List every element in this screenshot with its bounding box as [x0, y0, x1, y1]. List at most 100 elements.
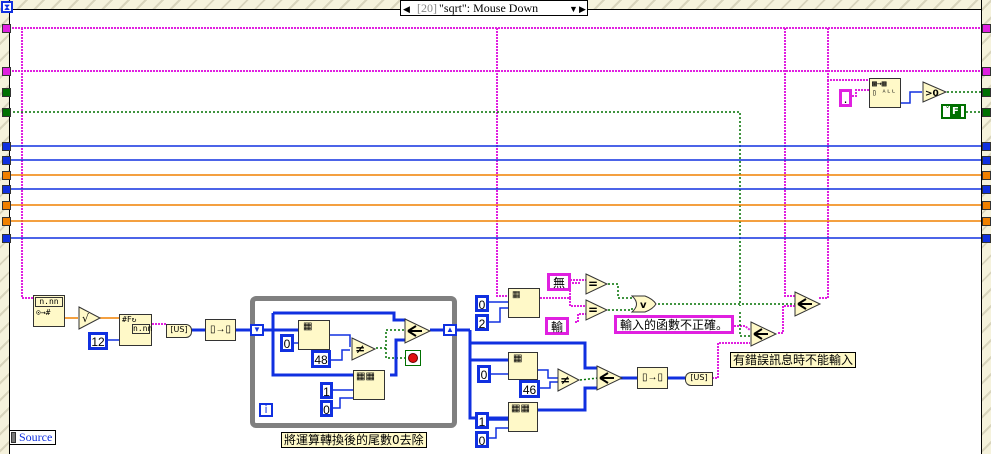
array-subset-node[interactable]: ▦▦	[508, 402, 538, 432]
array-wire	[390, 338, 406, 377]
char-46-constant[interactable]: 46	[519, 380, 540, 398]
scan-from-string-node[interactable]: n.nn ⊙→#	[33, 295, 65, 327]
bool-wire	[385, 348, 405, 359]
event-data-node[interactable]: Source	[9, 430, 56, 445]
numeric-wire	[327, 334, 351, 347]
input-string-constant[interactable]: 輸	[545, 317, 570, 335]
string-wire	[21, 28, 36, 299]
case-index: [20]	[417, 1, 437, 15]
shift-register-right[interactable]: ▲	[443, 324, 457, 336]
offset-constant[interactable]: 0	[320, 400, 333, 417]
length-constant[interactable]: 1	[475, 412, 489, 429]
bool-value: F	[950, 106, 961, 117]
node-glyph: ⊙→#	[36, 308, 51, 317]
length-constant[interactable]: 1	[320, 382, 333, 399]
equal-node[interactable]: =	[585, 273, 609, 295]
bool-tunnel	[982, 88, 991, 97]
offset-constant[interactable]: 0	[475, 431, 489, 448]
index-array-node[interactable]: ▦	[508, 352, 538, 380]
search-split-string-node[interactable]: ▩→▩▯ ᴬᴸᴸ	[869, 78, 901, 108]
event-data-source-label: Source	[19, 430, 53, 444]
bool-wire	[739, 312, 750, 337]
shift-register-left[interactable]: ▼	[250, 324, 264, 336]
sqrt-function-node[interactable]: √	[78, 306, 102, 330]
length-constant[interactable]: 2	[475, 314, 489, 331]
array-wire	[271, 313, 353, 377]
select-node[interactable]	[596, 365, 624, 391]
stop-condition-terminal[interactable]	[405, 350, 421, 366]
loop-comment-label: 將運算轉換後的尾數0去除	[281, 432, 427, 448]
numeric-tunnel	[2, 185, 11, 194]
greater-than-zero-node[interactable]: >0	[922, 81, 948, 103]
sqrt-glyph: √	[82, 312, 90, 325]
index-constant[interactable]: 0	[280, 334, 294, 352]
array-wire	[470, 341, 598, 370]
string-tunnel	[982, 67, 991, 76]
numeric-wire	[538, 369, 558, 379]
float-tunnel	[2, 217, 11, 226]
float-tunnel	[982, 201, 991, 210]
event-case-selector[interactable]: ◀ [20] "sqrt": Mouse Down ▼ ▶	[400, 0, 588, 16]
dropdown-triangle-icon[interactable]: ▼	[569, 4, 578, 14]
error-message-string-constant[interactable]: 輸入的函數不正確。	[614, 315, 735, 334]
numeric-wire	[327, 349, 350, 361]
bool-wire	[9, 111, 741, 306]
none-string-constant[interactable]: 無	[547, 273, 572, 291]
bool-tunnel	[982, 108, 991, 117]
arrow-glyph: →	[215, 324, 226, 335]
numeric-tunnel	[2, 142, 11, 151]
string-wire	[496, 28, 508, 297]
index-array-node[interactable]: ▦	[298, 320, 330, 350]
equal-glyph: =	[588, 277, 598, 291]
number-to-fractional-string-node[interactable]: #F↻ n.nn	[119, 314, 152, 346]
string-wire	[827, 28, 870, 81]
numeric-wire	[901, 91, 922, 104]
numeric-wire	[332, 397, 353, 409]
string-wire	[712, 342, 750, 379]
string-tunnel	[982, 24, 991, 33]
equal-node[interactable]: =	[585, 299, 609, 321]
not-equal-node[interactable]: ≠	[351, 337, 377, 361]
byte-array-to-string-node[interactable]: [US]	[685, 372, 713, 386]
numeric-tunnel	[2, 234, 11, 243]
reverse-array-node[interactable]: ▯→▯	[205, 319, 236, 341]
array-wire	[538, 386, 598, 412]
offset-constant[interactable]: 0	[475, 295, 489, 312]
or-node[interactable]: v	[631, 295, 657, 313]
for-loop-frame[interactable]	[250, 296, 457, 428]
event-data-handle[interactable]	[11, 432, 16, 443]
numeric-tunnel	[982, 234, 991, 243]
precision-constant[interactable]: 12	[88, 332, 108, 350]
select-node[interactable]	[750, 321, 778, 347]
dot-string-constant[interactable]: .	[839, 89, 852, 107]
array-subset-node[interactable]: ▦▦	[353, 370, 385, 400]
loop-iteration-terminal: i	[259, 403, 273, 417]
string-wire	[569, 298, 586, 307]
select-node[interactable]	[404, 318, 432, 344]
bool-tunnel	[2, 88, 11, 97]
bool-wire	[579, 377, 599, 381]
prev-case-arrow-icon[interactable]: ◀	[403, 4, 410, 14]
float-tunnel	[982, 217, 991, 226]
format-glyph: n.nn	[132, 324, 153, 334]
select-node[interactable]	[794, 291, 822, 317]
index-constant[interactable]: 0	[477, 365, 491, 383]
string-subset-node[interactable]: ▦	[508, 288, 540, 318]
numeric-wire	[540, 381, 558, 389]
char-48-constant[interactable]: 48	[311, 350, 331, 368]
case-label: "sqrt": Mouse Down	[439, 1, 539, 15]
numeric-tunnel	[2, 156, 11, 165]
hourglass-icon[interactable]: ⧗	[1, 1, 13, 13]
not-equal-glyph: ≠	[560, 373, 570, 387]
greater-zero-glyph: >0	[925, 89, 939, 99]
arrow-glyph: →	[647, 372, 658, 383]
not-equal-glyph: ≠	[355, 342, 365, 356]
string-to-byte-array-node[interactable]: [US]	[166, 324, 192, 338]
not-equal-node[interactable]: ≠	[557, 368, 581, 392]
string-wire	[852, 89, 870, 97]
reverse-array-node[interactable]: ▯→▯	[637, 367, 668, 389]
next-case-arrow-icon[interactable]: ▶	[579, 4, 586, 14]
string-wire	[728, 325, 751, 331]
